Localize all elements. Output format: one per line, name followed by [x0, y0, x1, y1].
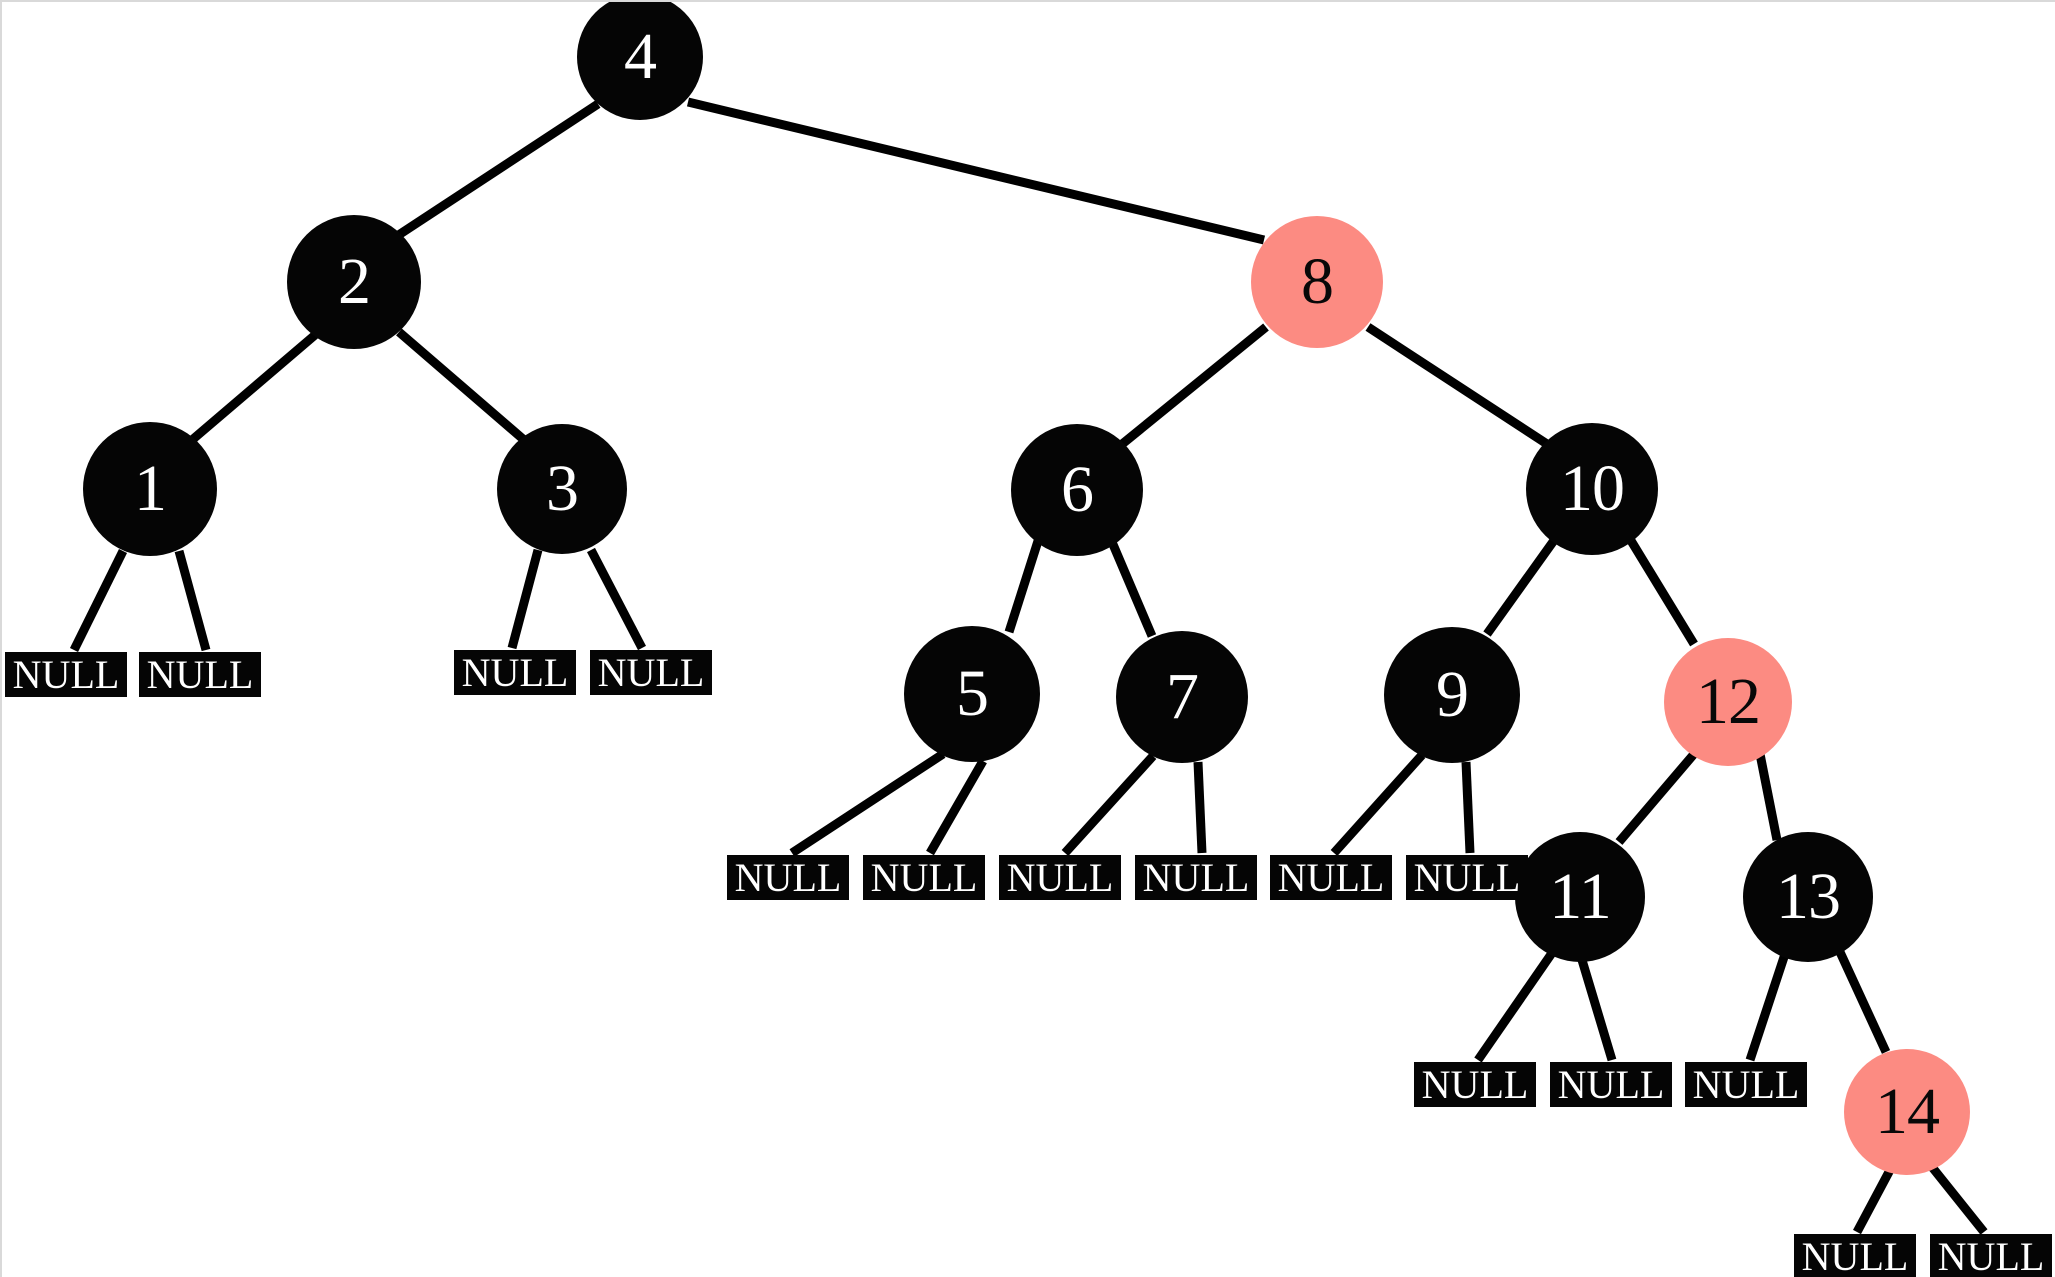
tree-node-12[interactable]: 12 — [1664, 638, 1792, 766]
tree-null-leaf: NULL — [5, 652, 127, 697]
tree-null-leaf-label: NULL — [12, 651, 120, 697]
tree-node-label: 6 — [1061, 453, 1094, 526]
tree-edge-n9-u10 — [1461, 761, 1475, 854]
tree-null-leaf-label: NULL — [1692, 1061, 1800, 1107]
tree-node-label: 13 — [1776, 860, 1841, 933]
tree-edge-n7-u7 — [1061, 752, 1157, 857]
tree-null-leaf-label: NULL — [1801, 1233, 1909, 1277]
tree-edge-n14-u15 — [1928, 1164, 1988, 1235]
tree-edge-n13-u13 — [1745, 952, 1790, 1062]
tree-edge-n4-n8 — [686, 97, 1266, 245]
tree-edge-n1-u1 — [69, 549, 128, 652]
tree-node-label: 9 — [1436, 658, 1469, 731]
tree-null-leaf-label: NULL — [1277, 854, 1385, 900]
tree-null-leaf: NULL — [727, 855, 849, 900]
tree-edge-n12-n11 — [1615, 751, 1698, 845]
tree-node-label: 8 — [1301, 245, 1334, 318]
tree-edge-n11-u12 — [1577, 958, 1617, 1062]
tree-null-leaf-label: NULL — [146, 651, 254, 697]
tree-edge-n9-u9 — [1330, 751, 1426, 857]
tree-null-leaf: NULL — [590, 650, 712, 695]
tree-null-leaf: NULL — [863, 855, 985, 900]
tree-null-leaf: NULL — [1930, 1234, 2052, 1277]
tree-null-leaf: NULL — [1135, 855, 1257, 900]
tree-edge-n12-n13 — [1755, 753, 1782, 841]
tree-edge-n8-n10 — [1365, 323, 1550, 448]
tree-node-7[interactable]: 7 — [1116, 631, 1248, 763]
tree-edge-n1-u2 — [174, 549, 211, 652]
tree-node-11[interactable]: 11 — [1515, 832, 1645, 962]
tree-node-8[interactable]: 8 — [1251, 216, 1383, 348]
tree-null-leaf: NULL — [999, 855, 1121, 900]
tree-null-leaf-label: NULL — [1937, 1233, 2045, 1277]
tree-node-label: 3 — [546, 452, 579, 525]
tree-edge-n3-u3 — [507, 548, 543, 650]
tree-null-leaf-label: NULL — [870, 854, 978, 900]
tree-null-leaf-label: NULL — [597, 649, 705, 695]
tree-edge-n5-u6 — [926, 758, 987, 856]
tree-node-label: 7 — [1166, 660, 1199, 733]
tree-null-leaf: NULL — [454, 650, 576, 695]
tree-null-leaf: NULL — [1406, 855, 1528, 900]
tree-node-5[interactable]: 5 — [904, 626, 1040, 762]
tree-null-leaf: NULL — [1685, 1062, 1807, 1107]
tree-node-10[interactable]: 10 — [1526, 423, 1658, 555]
tree-null-leaf-label: NULL — [461, 649, 569, 695]
tree-edge-n5-u5 — [789, 750, 946, 857]
tree-edge-n7-u8 — [1193, 761, 1207, 854]
tree-node-label: 14 — [1875, 1075, 1940, 1148]
tree-node-1[interactable]: 1 — [83, 422, 217, 556]
tree-node-label: 4 — [624, 20, 657, 93]
tree-node-label: 10 — [1560, 452, 1625, 525]
tree-null-leaf: NULL — [139, 652, 261, 697]
tree-edge-n11-u11 — [1474, 950, 1556, 1063]
tree-node-label: 11 — [1549, 860, 1612, 933]
tree-node-label: 5 — [956, 657, 989, 730]
tree-node-13[interactable]: 13 — [1743, 832, 1873, 962]
tree-null-leaf-label: NULL — [1006, 854, 1114, 900]
tree-null-leaf-label: NULL — [1421, 1061, 1529, 1107]
tree-null-leaf-label: NULL — [1413, 854, 1521, 900]
tree-node-2[interactable]: 2 — [287, 215, 421, 349]
tree-node-4[interactable]: 4 — [577, 2, 703, 120]
tree-null-leaf: NULL — [1550, 1062, 1672, 1107]
tree-null-leaf-label: NULL — [1557, 1061, 1665, 1107]
tree-edge-n2-n3 — [396, 328, 526, 443]
tree-edge-n6-n5 — [1004, 539, 1043, 634]
tree-null-leaf: NULL — [1414, 1062, 1536, 1107]
tree-edge-n3-u4 — [587, 547, 646, 651]
tree-edge-n14-u14 — [1853, 1167, 1894, 1235]
tree-node-label: 1 — [134, 452, 167, 525]
tree-edge-n4-n2 — [391, 100, 601, 242]
tree-edge-n6-n7 — [1107, 540, 1157, 638]
tree-edge-n8-n6 — [1118, 323, 1269, 449]
tree-null-leaf: NULL — [1270, 855, 1392, 900]
tree-edge-n2-n1 — [189, 331, 318, 444]
tree-edge-n10-n12 — [1626, 536, 1698, 647]
tree-null-leaf-label: NULL — [1142, 854, 1250, 900]
tree-node-14[interactable]: 14 — [1844, 1049, 1970, 1175]
tree-edge-n13-n14 — [1835, 950, 1891, 1054]
tree-node-9[interactable]: 9 — [1384, 627, 1520, 763]
tree-node-label: 2 — [338, 245, 371, 318]
tree-node-label: 12 — [1696, 665, 1761, 738]
tree-edge-n10-n9 — [1483, 536, 1559, 637]
tree-null-leaf-label: NULL — [734, 854, 842, 900]
tree-node-6[interactable]: 6 — [1011, 424, 1143, 556]
tree-node-3[interactable]: 3 — [497, 424, 627, 554]
tree-null-leaf: NULL — [1794, 1234, 1916, 1277]
